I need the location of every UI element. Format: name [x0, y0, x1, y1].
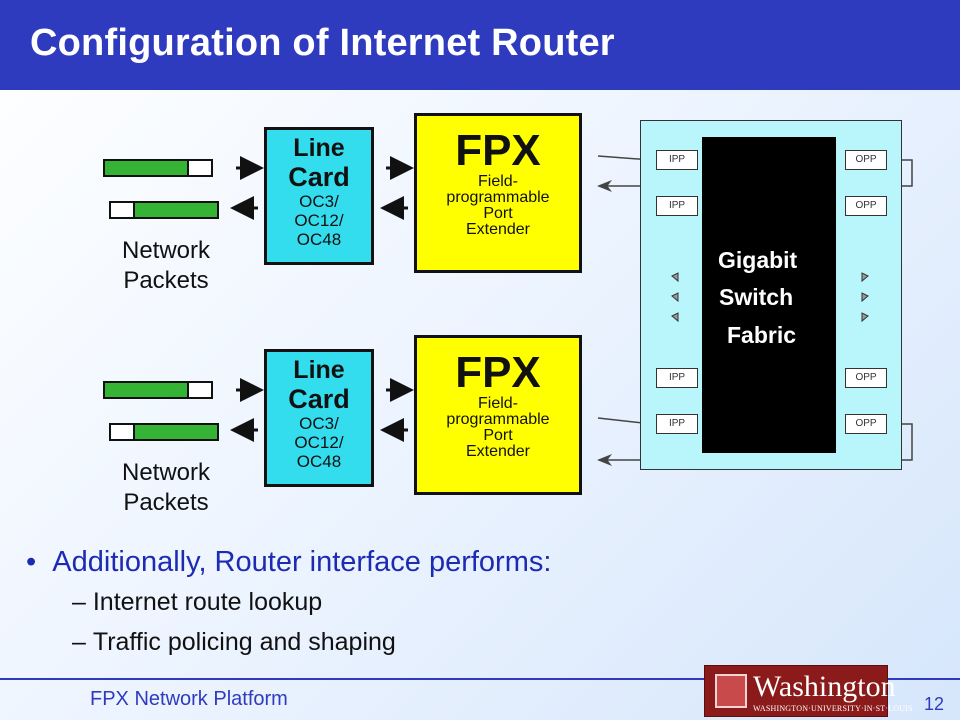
- fpx-block-bottom: FPX Field- programmable Port Extender: [414, 335, 582, 495]
- line-card-bottom: Line Card OC3/ OC12/ OC48: [264, 349, 374, 487]
- opp-port-2: OPP: [845, 196, 887, 216]
- ipp-port-1: IPP: [656, 150, 698, 170]
- fpx-title: FPX: [455, 126, 541, 175]
- fpx-block-top: FPX Field- programmable Port Extender: [414, 113, 582, 273]
- line-card-title: Card: [288, 384, 350, 414]
- fabric-label-switch: Switch: [719, 284, 794, 310]
- bullet-list: • Additionally, Router interface perform…: [26, 542, 551, 662]
- packet-outgoing-top: [103, 159, 213, 177]
- ellipsis-dot: [671, 292, 679, 303]
- logo-subline: WASHINGTON·UNIVERSITY·IN·ST·LOUIS: [753, 704, 913, 713]
- opp-port-3: OPP: [845, 368, 887, 388]
- line-card-rate: OC3/: [299, 192, 339, 211]
- line-card-rate: OC48: [296, 452, 342, 471]
- ellipsis-dot: [671, 272, 679, 283]
- logo-wordmark: Washington: [753, 670, 896, 703]
- ellipsis-dot: [671, 312, 679, 323]
- line-card-title: Card: [288, 162, 350, 192]
- line-card-rate: OC12/: [294, 211, 344, 230]
- packet-outgoing-bottom: [103, 381, 213, 399]
- ellipsis-dot: [861, 312, 869, 323]
- line-card-title: Line: [293, 134, 345, 162]
- fpx-title: FPX: [455, 348, 541, 397]
- ipp-port-3: IPP: [656, 368, 698, 388]
- fabric-label-gigabit: Gigabit: [718, 247, 798, 273]
- network-packets-label-bottom: Network Packets: [121, 459, 211, 516]
- page-number: 12: [924, 694, 945, 714]
- seal-icon: [715, 674, 747, 708]
- line-card-rate: OC48: [296, 230, 342, 249]
- switch-fabric: [702, 137, 836, 453]
- packet-incoming-bottom: [109, 423, 219, 441]
- ellipsis-dot: [861, 292, 869, 303]
- opp-port-4: OPP: [845, 414, 887, 434]
- bullet-main: • Additionally, Router interface perform…: [26, 546, 552, 578]
- line-card-rate: OC12/: [294, 433, 344, 452]
- bullet-sub-2: – Traffic policing and shaping: [72, 628, 396, 656]
- ellipsis-dot: [861, 272, 869, 283]
- opp-port-1: OPP: [845, 150, 887, 170]
- packet-incoming-top: [109, 201, 219, 219]
- fabric-label-fabric: Fabric: [727, 322, 797, 348]
- line-card-rate: OC3/: [299, 414, 339, 433]
- footer-text: FPX Network Platform: [90, 688, 288, 710]
- line-card-top: Line Card OC3/ OC12/ OC48: [264, 127, 374, 265]
- title-bar: [0, 0, 960, 90]
- slide-title: Configuration of Internet Router: [30, 22, 615, 64]
- bullet-sub-1: – Internet route lookup: [72, 588, 323, 616]
- university-logo: Washington WASHINGTON·UNIVERSITY·IN·ST·L…: [704, 665, 913, 717]
- footer-rule: [0, 678, 960, 680]
- line-card-title: Line: [293, 356, 345, 384]
- ipp-port-4: IPP: [656, 414, 698, 434]
- network-packets-label-top: Network Packets: [121, 237, 211, 294]
- ipp-port-2: IPP: [656, 196, 698, 216]
